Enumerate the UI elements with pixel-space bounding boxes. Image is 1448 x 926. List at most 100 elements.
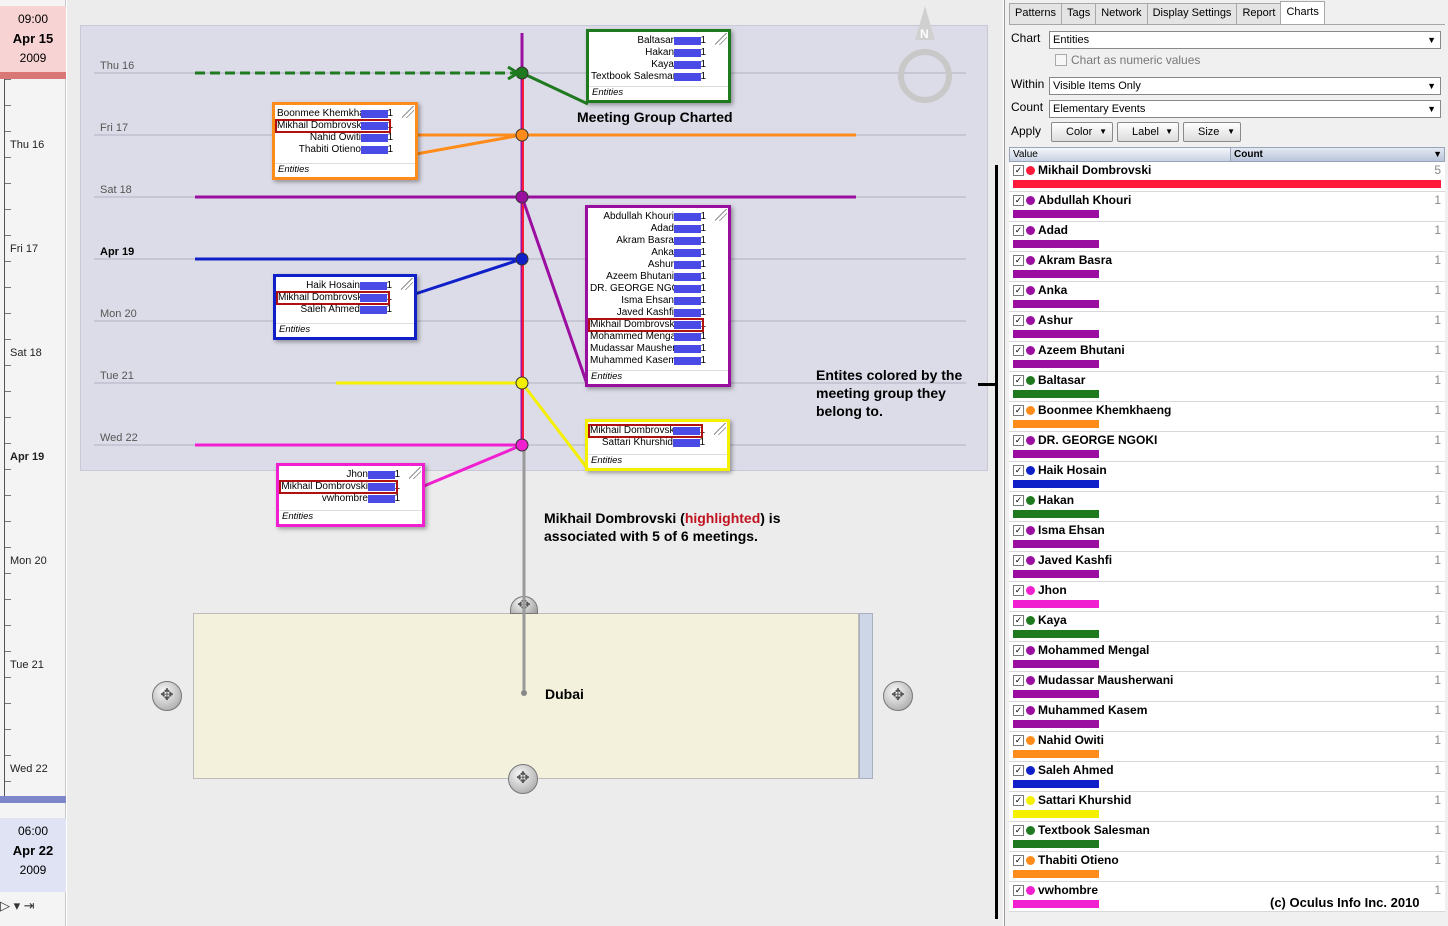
item-checkbox[interactable]: ✓ bbox=[1013, 405, 1024, 416]
resize-grip-icon[interactable] bbox=[402, 106, 414, 118]
time-range-end-handle[interactable] bbox=[0, 796, 66, 803]
item-checkbox[interactable]: ✓ bbox=[1013, 855, 1024, 866]
tab-charts[interactable]: Charts bbox=[1280, 1, 1325, 24]
tab-display-settings[interactable]: Display Settings bbox=[1146, 3, 1238, 24]
geotime-canvas[interactable]: ✥ ✥ ✥ ✥ bbox=[67, 0, 1003, 926]
item-checkbox[interactable]: ✓ bbox=[1013, 225, 1024, 236]
apply-size-button[interactable]: Size▼ bbox=[1183, 122, 1241, 142]
tab-patterns[interactable]: Patterns bbox=[1009, 3, 1062, 24]
item-checkbox[interactable]: ✓ bbox=[1013, 555, 1024, 566]
item-checkbox[interactable]: ✓ bbox=[1013, 525, 1024, 536]
item-checkbox[interactable]: ✓ bbox=[1013, 465, 1024, 476]
count-select[interactable]: Elementary Events▼ bbox=[1049, 100, 1441, 118]
resize-grip-icon[interactable] bbox=[715, 209, 727, 221]
tab-network[interactable]: Network bbox=[1095, 3, 1148, 24]
chart-select[interactable]: Entities▼ bbox=[1049, 31, 1441, 49]
item-checkbox[interactable]: ✓ bbox=[1013, 705, 1024, 716]
resize-grip-icon[interactable] bbox=[715, 33, 727, 45]
apply-color-button[interactable]: Color▼ bbox=[1051, 122, 1113, 142]
item-checkbox[interactable]: ✓ bbox=[1013, 825, 1024, 836]
item-checkbox[interactable]: ✓ bbox=[1013, 285, 1024, 296]
chart-as-numeric-checkbox[interactable] bbox=[1055, 54, 1067, 66]
item-checkbox[interactable]: ✓ bbox=[1013, 765, 1024, 776]
entity-panel-orange[interactable]: Boonmee Khemkhaeng1Mikhail Dombrovski1Na… bbox=[272, 102, 418, 180]
map-scrollbar[interactable] bbox=[859, 613, 873, 779]
pan-down-icon[interactable]: ✥ bbox=[508, 764, 538, 794]
time-range-start-handle[interactable] bbox=[0, 72, 66, 79]
time-range-start[interactable]: 09:00 Apr 15 2009 bbox=[0, 6, 66, 72]
value-column-header[interactable]: Value bbox=[1013, 149, 1038, 160]
item-checkbox[interactable]: ✓ bbox=[1013, 675, 1024, 686]
item-checkbox[interactable]: ✓ bbox=[1013, 645, 1024, 656]
apply-label-button[interactable]: Label▼ bbox=[1117, 122, 1179, 142]
map-plane[interactable] bbox=[193, 613, 859, 779]
item-checkbox[interactable]: ✓ bbox=[1013, 345, 1024, 356]
sort-descending-icon[interactable]: ▼ bbox=[1433, 149, 1442, 159]
item-checkbox[interactable]: ✓ bbox=[1013, 585, 1024, 596]
resize-grip-icon[interactable] bbox=[401, 278, 413, 290]
item-checkbox[interactable]: ✓ bbox=[1013, 315, 1024, 326]
pan-right-icon[interactable]: ✥ bbox=[883, 681, 913, 711]
time-slider[interactable]: 09:00 Apr 15 2009 06:00 Apr 22 2009 ▷ ▾ … bbox=[0, 0, 66, 926]
time-slider-controls[interactable]: ▷ ▾ ⇥ bbox=[0, 898, 66, 918]
chart-as-numeric-option[interactable]: Chart as numeric values bbox=[1055, 53, 1200, 67]
pan-left-icon[interactable]: ✥ bbox=[152, 681, 182, 711]
item-checkbox[interactable]: ✓ bbox=[1013, 435, 1024, 446]
resize-grip-icon[interactable] bbox=[409, 467, 421, 479]
item-checkbox[interactable]: ✓ bbox=[1013, 795, 1024, 806]
tab-tags[interactable]: Tags bbox=[1060, 3, 1097, 24]
item-checkbox[interactable]: ✓ bbox=[1013, 885, 1024, 896]
item-checkbox[interactable]: ✓ bbox=[1013, 375, 1024, 386]
playback-controls-icon[interactable]: ▷ ▾ ⇥ bbox=[0, 898, 35, 913]
item-checkbox[interactable]: ✓ bbox=[1013, 195, 1024, 206]
